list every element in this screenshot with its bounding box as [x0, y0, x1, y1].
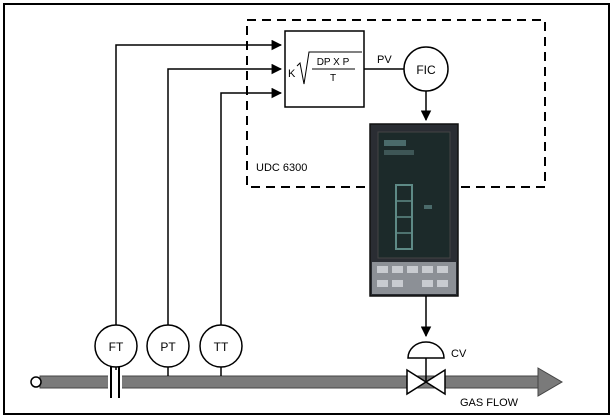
udc-boundary — [246, 19, 546, 188]
tt-label: TT — [214, 340, 229, 354]
formula-k: K — [288, 68, 296, 80]
ft-signal-line — [115, 39, 283, 326]
tt-circle — [199, 324, 243, 368]
outer-frame — [3, 3, 610, 415]
valve-actuator — [407, 341, 445, 359]
gas-flow-label: GAS FLOW — [460, 397, 519, 409]
transmitter-ft: FT — [94, 324, 138, 368]
key-4[interactable] — [422, 266, 433, 273]
key-7[interactable] — [392, 280, 403, 287]
pt-circle — [146, 324, 190, 368]
computation-block: K DP X P T — [284, 30, 365, 108]
udc-label: UDC 6300 — [256, 162, 307, 174]
pv-label: PV — [377, 54, 392, 66]
key-5[interactable] — [437, 266, 448, 273]
ft-circle — [94, 324, 138, 368]
fic-instrument: FIC — [403, 46, 449, 92]
pt-label: PT — [160, 340, 176, 354]
valve-body-right — [424, 368, 446, 396]
flow-arrow-head — [537, 367, 563, 397]
cv-label: CV — [451, 348, 467, 360]
key-1[interactable] — [377, 266, 388, 273]
key-3[interactable] — [407, 266, 418, 273]
formula-numerator: DP X P — [317, 57, 350, 68]
signal-lines — [115, 39, 283, 326]
key-2[interactable] — [392, 266, 403, 273]
sqrt-sign — [296, 51, 362, 85]
fic-label: FIC — [416, 63, 436, 77]
key-9[interactable] — [437, 280, 448, 287]
screen-readout-2 — [384, 150, 414, 155]
screen-marker — [424, 205, 432, 209]
screen-readout-1 — [384, 140, 406, 146]
key-8[interactable] — [422, 280, 433, 287]
udc-controller — [369, 123, 459, 297]
transmitter-pt: PT — [146, 324, 190, 368]
orifice-plate — [108, 366, 122, 398]
key-6[interactable] — [377, 280, 388, 287]
control-valve — [406, 341, 446, 396]
ft-label: FT — [109, 340, 124, 354]
transmitter-tt: TT — [199, 324, 243, 368]
formula-denominator: T — [330, 73, 336, 84]
pipe-inlet-circle — [30, 376, 42, 388]
tt-signal-line — [220, 87, 283, 326]
pt-signal-line — [167, 63, 283, 326]
valve-body-left — [406, 368, 428, 396]
